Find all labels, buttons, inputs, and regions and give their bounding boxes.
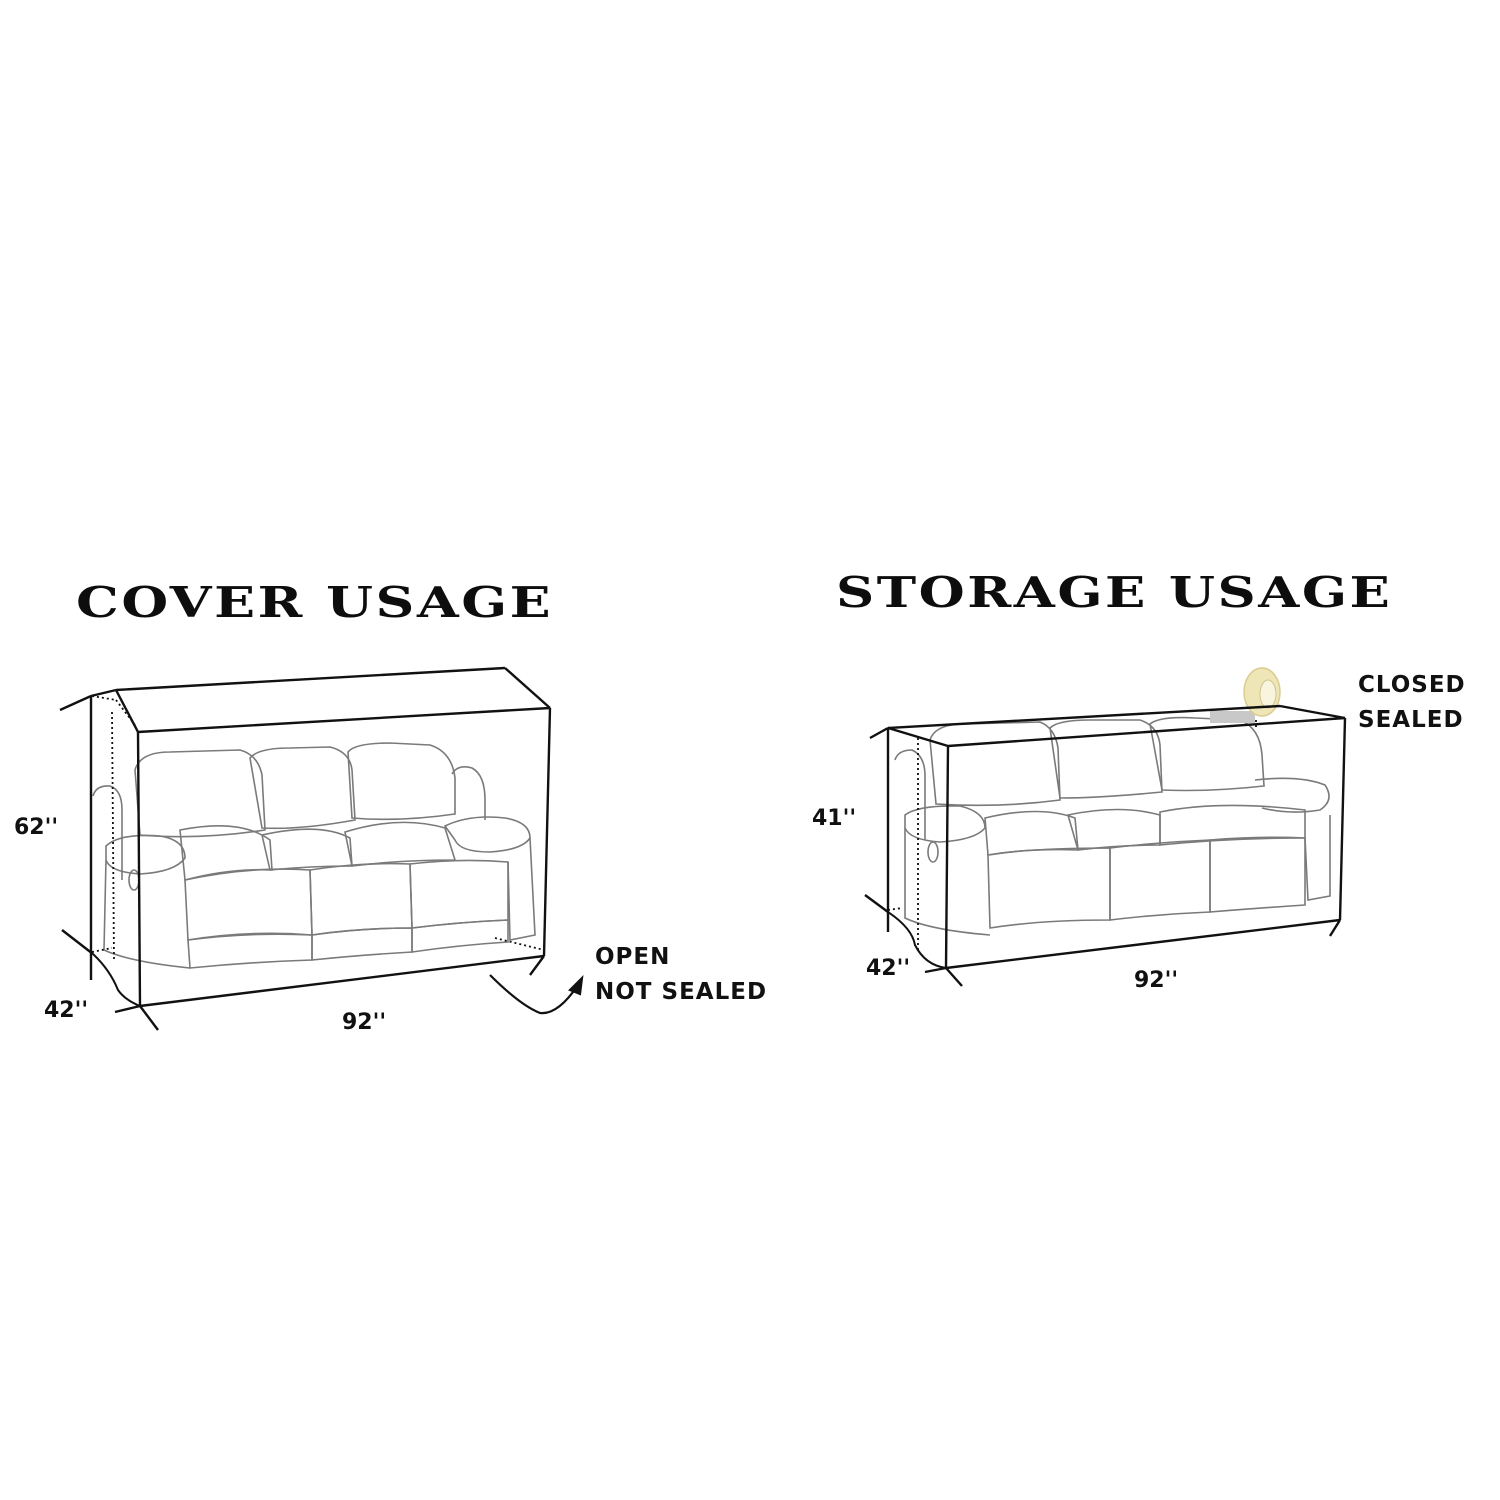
tape-strip-icon [1210, 711, 1255, 723]
tape-roll-icon [1243, 667, 1281, 717]
cover-note-line1: OPEN [595, 944, 671, 970]
storage-note: CLOSED SEALED [1358, 668, 1466, 738]
sofa-sketch-storage [894, 716, 1331, 936]
storage-note-line2: SEALED [1358, 707, 1464, 733]
storage-depth-label: 42'' [866, 956, 911, 981]
storage-box-outline [864, 704, 1347, 987]
cover-usage-title: COVER USAGE [76, 578, 554, 627]
cover-note: OPEN NOT SEALED [595, 940, 767, 1010]
storage-note-line1: CLOSED [1358, 672, 1466, 698]
cover-depth-label: 42'' [44, 998, 89, 1023]
cover-height-label: 62'' [14, 815, 59, 840]
storage-width-label: 92'' [1134, 968, 1179, 993]
open-arrow-icon [489, 974, 584, 1015]
cover-width-label: 92'' [342, 1010, 387, 1035]
cover-box-outline [59, 666, 552, 1031]
sofa-sketch-cover [92, 742, 536, 969]
storage-usage-title: STORAGE USAGE [836, 568, 1393, 617]
cover-note-line2: NOT SEALED [595, 979, 768, 1005]
storage-height-label: 41'' [812, 806, 857, 831]
